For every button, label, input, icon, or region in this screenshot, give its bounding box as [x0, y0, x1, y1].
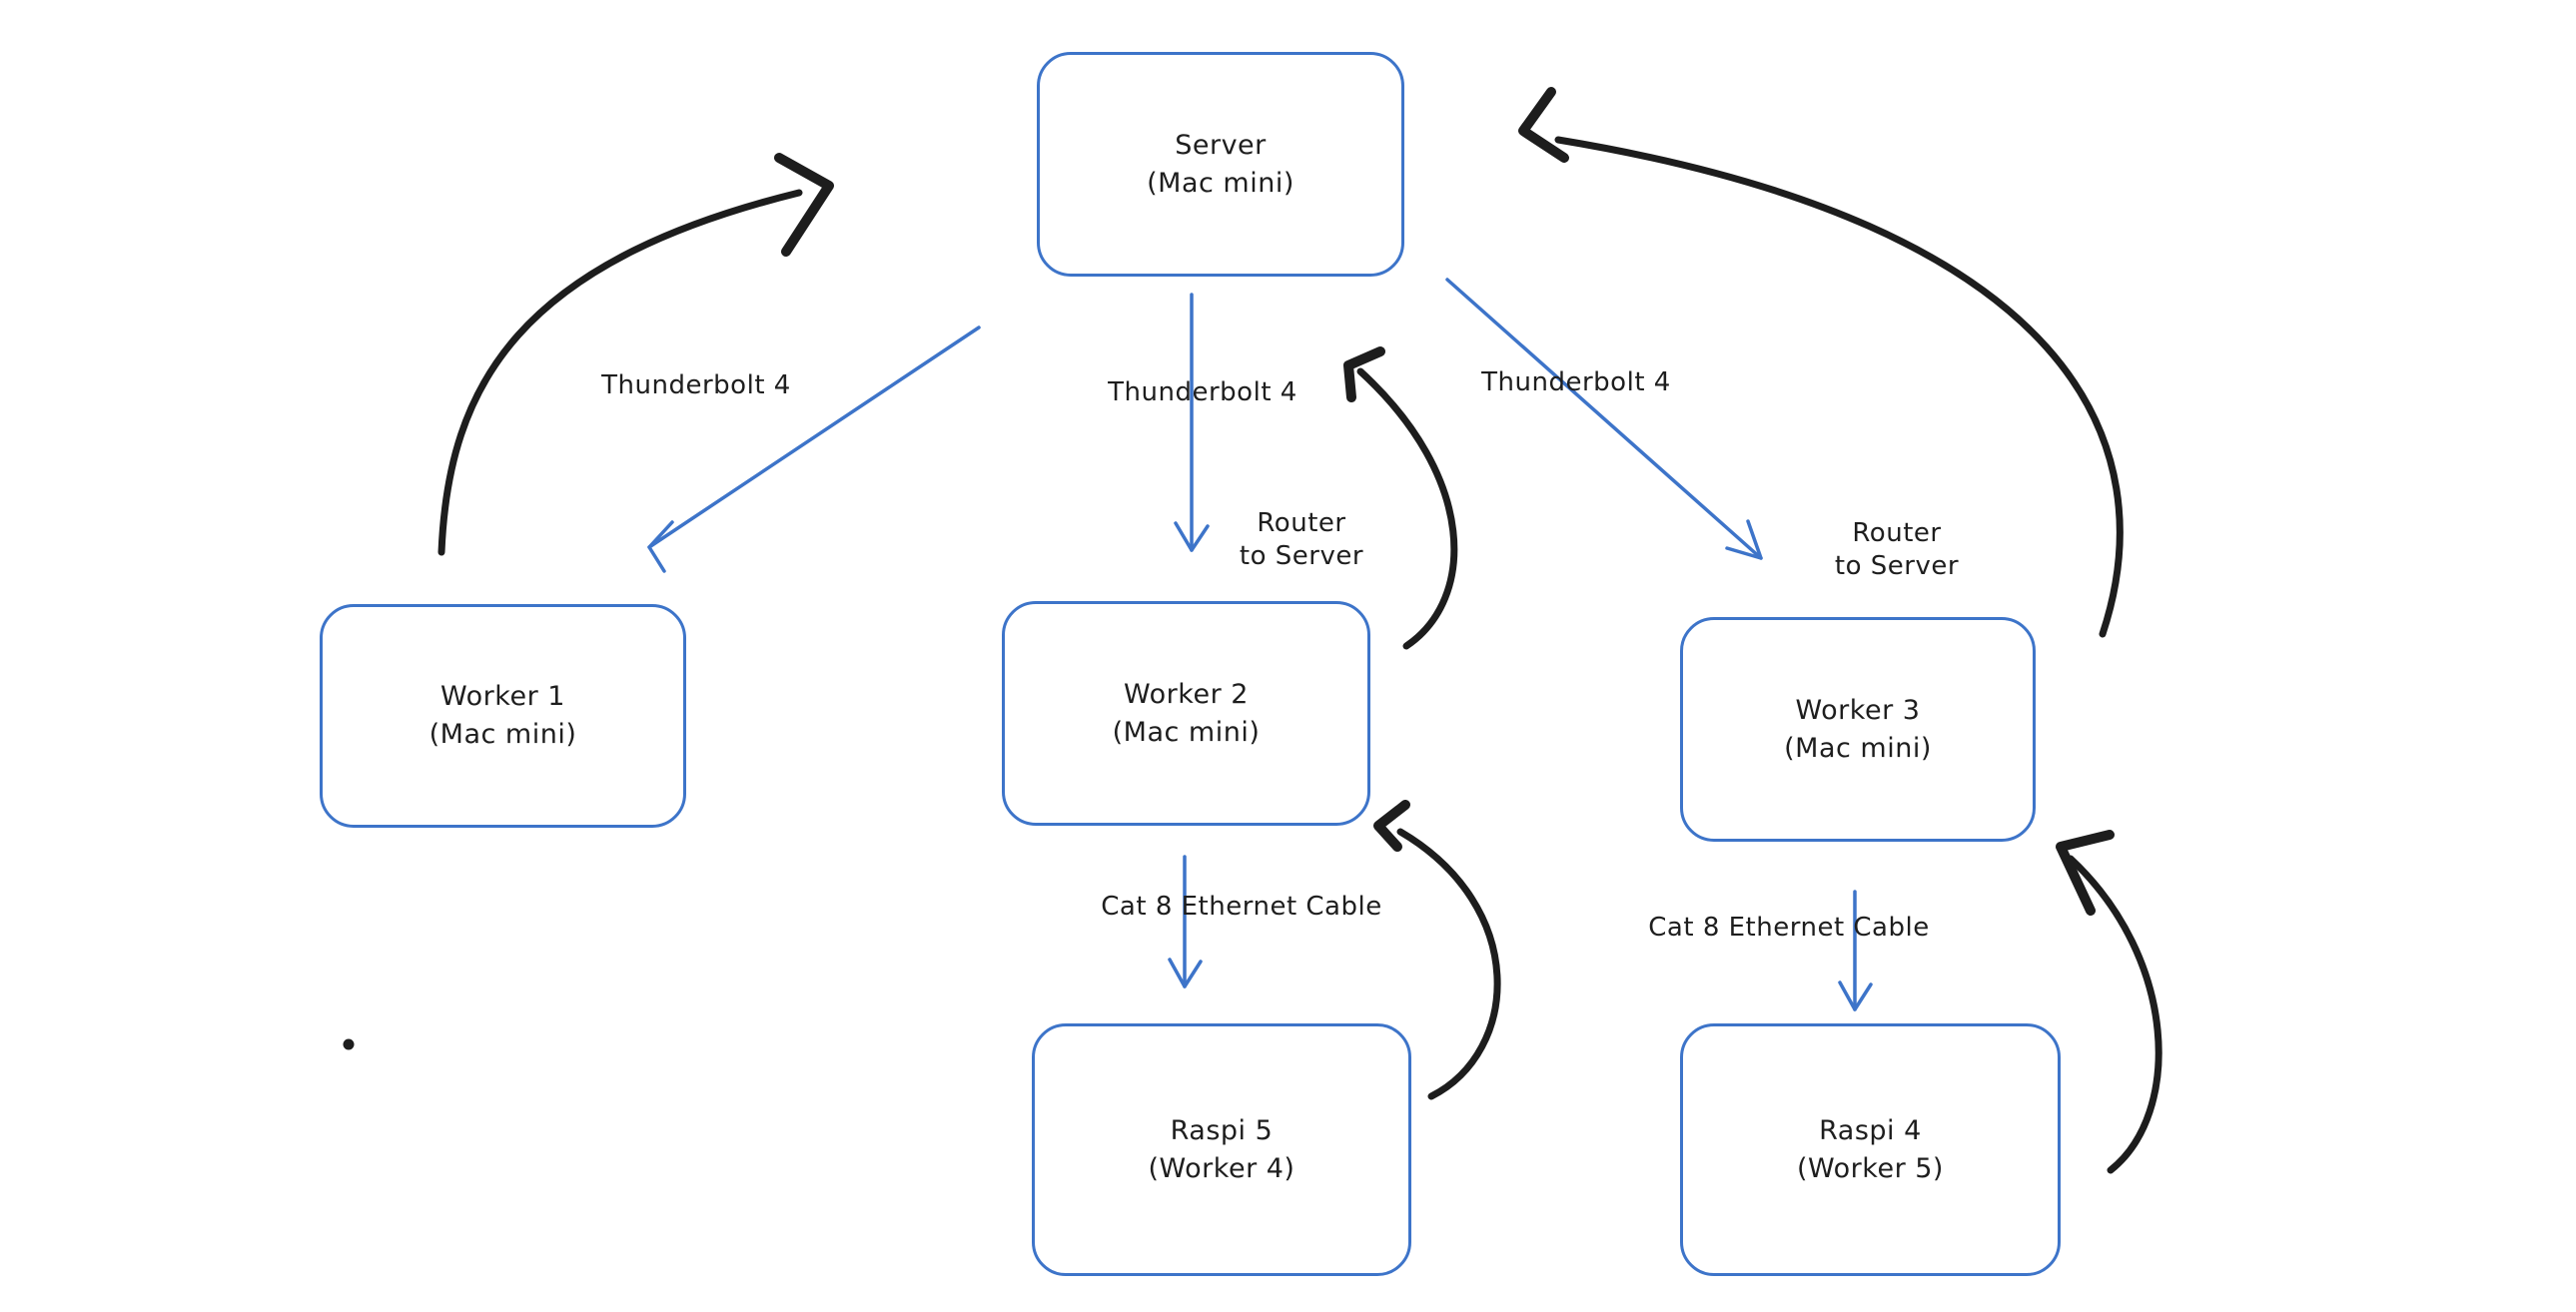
- node-title: Worker 3: [1795, 694, 1921, 726]
- node-subtitle: (Mac mini): [429, 719, 577, 750]
- edge-return-worker1-server[interactable]: [437, 153, 834, 556]
- node-raspi4[interactable]: Raspi 4 (Worker 5): [1680, 1023, 2061, 1276]
- label-router-to-server-right[interactable]: Router to Server: [1834, 518, 1960, 581]
- edge-return-raspi5-worker2[interactable]: [1373, 800, 1501, 1100]
- node-worker1[interactable]: Worker 1 (Mac mini): [320, 604, 686, 828]
- node-worker1-label: Worker 1 (Mac mini): [429, 678, 577, 754]
- edge-thunderbolt-server-worker3[interactable]: [1445, 278, 1763, 560]
- label-cat8-left[interactable]: Cat 8 Ethernet Cable: [1101, 892, 1382, 922]
- label-cat8-right[interactable]: Cat 8 Ethernet Cable: [1648, 913, 1930, 943]
- label-thunderbolt-right[interactable]: Thunderbolt 4: [1481, 367, 1671, 397]
- node-subtitle: (Worker 4): [1148, 1152, 1295, 1184]
- label-thunderbolt-mid[interactable]: Thunderbolt 4: [1108, 377, 1297, 407]
- node-worker3-label: Worker 3 (Mac mini): [1784, 692, 1932, 768]
- node-server-label: Server (Mac mini): [1147, 127, 1294, 203]
- node-subtitle: (Worker 5): [1797, 1152, 1944, 1184]
- edge-thunderbolt-server-worker2[interactable]: [1174, 293, 1210, 552]
- node-worker2-label: Worker 2 (Mac mini): [1113, 676, 1261, 752]
- node-raspi4-label: Raspi 4 (Worker 5): [1797, 1112, 1944, 1188]
- node-subtitle: (Mac mini): [1147, 167, 1294, 199]
- node-raspi5-label: Raspi 5 (Worker 4): [1149, 1112, 1295, 1188]
- node-raspi5[interactable]: Raspi 5 (Worker 4): [1032, 1023, 1411, 1276]
- edge-return-raspi4-worker3[interactable]: [2056, 830, 2162, 1174]
- edge-return-worker2-server[interactable]: [1343, 346, 1458, 650]
- node-server[interactable]: Server (Mac mini): [1037, 52, 1404, 277]
- node-title: Raspi 5: [1170, 1114, 1274, 1146]
- edge-return-worker3-server[interactable]: [1518, 87, 2124, 638]
- edge-thunderbolt-server-worker1[interactable]: [647, 326, 981, 573]
- node-worker3[interactable]: Worker 3 (Mac mini): [1680, 617, 2036, 842]
- node-title: Worker 2: [1124, 678, 1249, 710]
- node-title: Server: [1175, 129, 1267, 161]
- node-title: Worker 1: [440, 681, 565, 712]
- node-worker2[interactable]: Worker 2 (Mac mini): [1002, 601, 1370, 826]
- node-title: Raspi 4: [1819, 1114, 1922, 1146]
- node-subtitle: (Mac mini): [1784, 732, 1932, 764]
- label-thunderbolt-left[interactable]: Thunderbolt 4: [601, 370, 791, 400]
- edge-cat8-worker3-raspi4[interactable]: [1838, 890, 1873, 1011]
- edge-cat8-worker2-raspi5[interactable]: [1168, 855, 1203, 988]
- stray-dot[interactable]: [343, 1038, 355, 1050]
- node-subtitle: (Mac mini): [1112, 716, 1261, 748]
- label-router-to-server-mid[interactable]: Router to Server: [1239, 508, 1364, 571]
